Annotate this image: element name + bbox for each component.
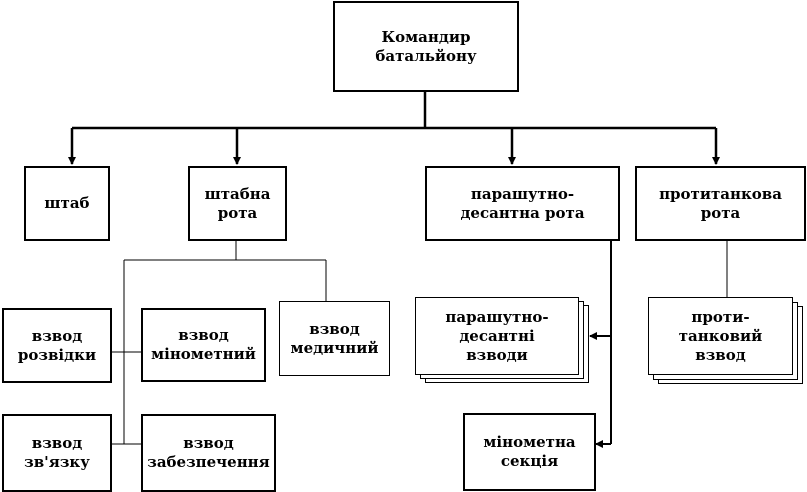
headquarters-label: штаб: [44, 194, 90, 212]
mortar-platoon-box: взвод мінометний: [141, 308, 266, 382]
battalion-commander-box: Командир батальйону: [333, 1, 519, 92]
mortar-section-box: мінометна секція: [463, 413, 596, 491]
para-platoons-box: парашутно- десантні взводи: [415, 297, 579, 375]
para-company-label: парашутно- десантна рота: [460, 184, 585, 222]
recon-platoon-label: взвод розвідки: [17, 326, 97, 364]
para-platoons-label: парашутно- десантні взводи: [445, 307, 549, 364]
headquarters-box: штаб: [24, 166, 110, 241]
hq-company-box: штабна рота: [188, 166, 287, 241]
signal-platoon-box: взвод зв'язку: [2, 414, 112, 492]
at-platoon-label: проти- танковий взвод: [678, 307, 763, 364]
recon-platoon-box: взвод розвідки: [2, 308, 112, 383]
supply-platoon-label: взвод забезпечення: [147, 434, 270, 471]
para-company-box: парашутно- десантна рота: [425, 166, 620, 241]
mortar-platoon-label: взвод мінометний: [151, 326, 256, 363]
at-company-label: протитанкова рота: [659, 184, 782, 222]
mortar-section-label: мінометна секція: [483, 433, 576, 470]
at-company-box: протитанкова рота: [635, 166, 806, 241]
medical-platoon-label: взвод медичний: [290, 319, 379, 357]
signal-platoon-label: взвод зв'язку: [24, 434, 90, 471]
hq-company-label: штабна рота: [204, 184, 271, 222]
battalion-commander-label: Командир батальйону: [375, 27, 477, 65]
at-platoon-box: проти- танковий взвод: [648, 297, 793, 375]
medical-platoon-box: взвод медичний: [279, 301, 390, 376]
supply-platoon-box: взвод забезпечення: [141, 414, 276, 492]
